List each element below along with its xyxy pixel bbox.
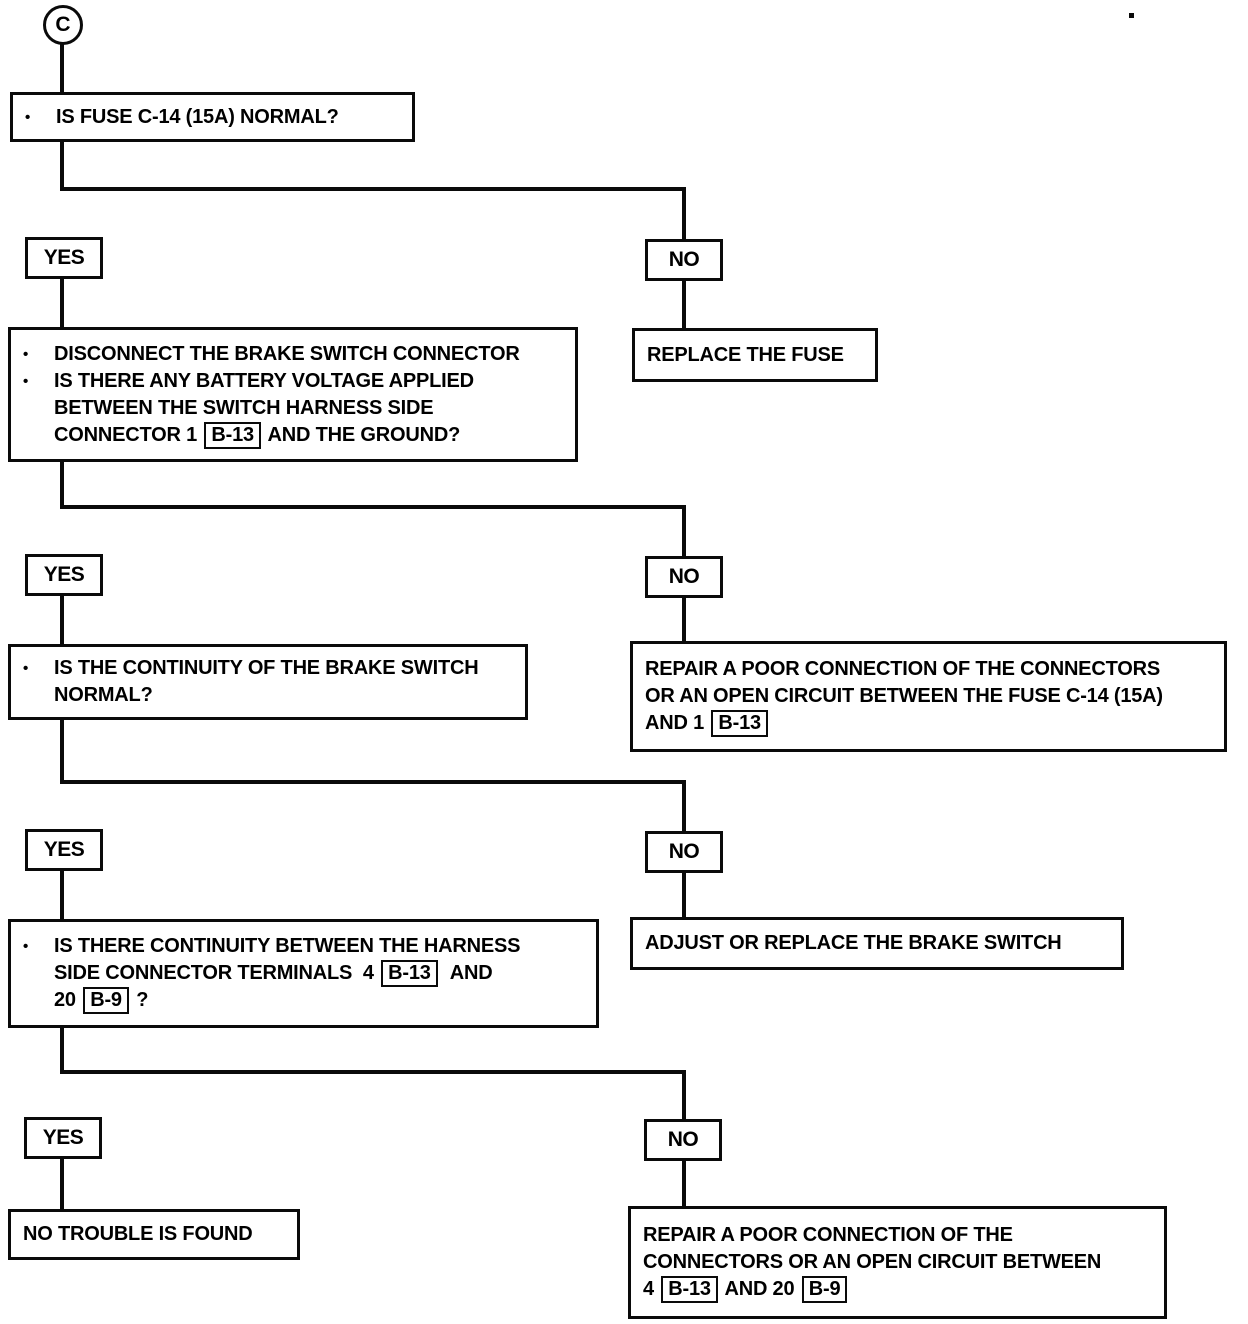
connector-line (60, 279, 64, 327)
text-segment: DISCONNECT THE BRAKE SWITCH CONNECTOR (54, 342, 520, 365)
text-line: SIDE CONNECTOR TERMINALS 4 B-13 AND (23, 960, 584, 987)
text-line: REPAIR A POOR CONNECTION OF THE CONNECTO… (645, 656, 1212, 683)
text-segment: CONNECTOR 1 (54, 423, 203, 446)
node-question-fuse-normal: • IS FUSE C-14 (15A) NORMAL? (10, 92, 415, 142)
node-action-adjust-brake-switch: ADJUST OR REPLACE THE BRAKE SWITCH (630, 917, 1124, 970)
start-connector-circle: C (43, 5, 83, 45)
text-line: • IS THE CONTINUITY OF THE BRAKE SWITCH (23, 655, 513, 682)
connector-line (682, 1161, 686, 1206)
branch-label-no-1: NO (645, 239, 723, 281)
text-line: BETWEEN THE SWITCH HARNESS SIDE (23, 395, 563, 422)
text-segment: REPAIR A POOR CONNECTION OF THE CONNECTO… (645, 658, 1160, 680)
text-segment: REPLACE THE FUSE (647, 343, 844, 366)
text-segment: BETWEEN THE SWITCH HARNESS SIDE (54, 396, 434, 419)
text-segment: NO TROUBLE IS FOUND (23, 1223, 253, 1245)
text-segment: 4 (643, 1278, 660, 1300)
scan-artifact-dot (1129, 13, 1134, 18)
text-line: • IS THERE CONTINUITY BETWEEN THE HARNESS (23, 933, 584, 960)
connector-line (682, 1070, 686, 1119)
text-line: • DISCONNECT THE BRAKE SWITCH CONNECTOR (23, 341, 563, 368)
connector-line (60, 42, 64, 92)
text-segment: AND 20 (719, 1278, 800, 1300)
branch-label-no-2: NO (645, 556, 723, 598)
connector-ref-tag: B-9 (83, 987, 129, 1014)
branch-label-yes-3: YES (25, 829, 103, 871)
node-result-no-trouble: NO TROUBLE IS FOUND (8, 1209, 300, 1260)
bullet-icon: • (25, 108, 31, 126)
text-segment: ADJUST OR REPLACE THE BRAKE SWITCH (645, 932, 1062, 954)
bullet-icon: • (23, 372, 29, 390)
branch-label-yes-4: YES (24, 1117, 102, 1159)
connector-ref-tag: B-13 (381, 960, 438, 987)
branch-label-yes-2: YES (25, 554, 103, 596)
bullet-icon: • (23, 660, 29, 677)
bullet-icon: • (23, 345, 29, 363)
connector-line (60, 462, 64, 507)
node-action-replace-fuse: REPLACE THE FUSE (632, 328, 878, 382)
connector-line (682, 780, 686, 831)
connector-line (60, 187, 686, 191)
connector-ref-tag: B-9 (801, 1276, 848, 1303)
connector-ref-tag: B-13 (661, 1276, 718, 1303)
bullet-icon: • (23, 938, 29, 955)
text-segment: AND 1 (645, 712, 710, 734)
text-line: CONNECTORS OR AN OPEN CIRCUIT BETWEEN (643, 1249, 1152, 1276)
branch-label-yes-1: YES (25, 237, 103, 279)
branch-label-no-3: NO (645, 831, 723, 873)
text-line: • IS THERE ANY BATTERY VOLTAGE APPLIED (23, 368, 563, 395)
connector-ref-tag: B-13 (204, 421, 261, 449)
text-line: NORMAL? (23, 682, 513, 709)
connector-line (682, 187, 686, 239)
text-line: CONNECTOR 1 B-13 AND THE GROUND? (23, 421, 563, 449)
connector-line (60, 596, 64, 644)
text-segment: IS THE CONTINUITY OF THE BRAKE SWITCH (54, 657, 479, 679)
text-line: REPAIR A POOR CONNECTION OF THE (643, 1222, 1152, 1249)
connector-line (60, 505, 686, 509)
text-line: AND 1 B-13 (645, 710, 1212, 737)
text-segment: AND (439, 962, 493, 984)
connector-line (60, 780, 686, 784)
connector-line (60, 871, 64, 919)
text-segment: SIDE CONNECTOR TERMINALS 4 (54, 962, 380, 984)
text-line: NO TROUBLE IS FOUND (23, 1221, 285, 1248)
node-question-continuity-terminals: • IS THERE CONTINUITY BETWEEN THE HARNESS… (8, 919, 599, 1028)
text-segment: IS THERE ANY BATTERY VOLTAGE APPLIED (54, 369, 474, 392)
text-line: REPLACE THE FUSE (647, 342, 863, 369)
connector-line (60, 142, 64, 189)
node-action-repair-fuse-circuit: REPAIR A POOR CONNECTION OF THE CONNECTO… (630, 641, 1227, 752)
connector-line (682, 281, 686, 328)
text-segment: REPAIR A POOR CONNECTION OF THE (643, 1224, 1013, 1246)
connector-line (682, 505, 686, 556)
connector-line (60, 1070, 686, 1074)
connector-line (682, 598, 686, 641)
connector-line (682, 873, 686, 917)
node-question-battery-voltage: • DISCONNECT THE BRAKE SWITCH CONNECTOR • I… (8, 327, 578, 462)
connector-line (60, 720, 64, 780)
text-segment: AND THE GROUND? (262, 423, 461, 446)
text-line: 20 B-9 ? (23, 987, 584, 1014)
text-segment: IS THERE CONTINUITY BETWEEN THE HARNESS (54, 935, 521, 957)
text-segment: 20 (54, 989, 82, 1011)
text-segment: IS FUSE C-14 (15A) NORMAL? (56, 105, 339, 128)
connector-line (60, 1028, 64, 1072)
text-segment: ? (130, 989, 149, 1011)
text-line: 4 B-13 AND 20 B-9 (643, 1276, 1152, 1303)
node-action-repair-terminal-circuit: REPAIR A POOR CONNECTION OF THE CONNECTOR… (628, 1206, 1167, 1319)
branch-label-no-4: NO (644, 1119, 722, 1161)
connector-ref-tag: B-13 (711, 710, 768, 737)
text-segment: OR AN OPEN CIRCUIT BETWEEN THE FUSE C-14… (645, 685, 1163, 707)
text-segment: CONNECTORS OR AN OPEN CIRCUIT BETWEEN (643, 1251, 1102, 1273)
text-line: OR AN OPEN CIRCUIT BETWEEN THE FUSE C-14… (645, 683, 1212, 710)
text-segment: NORMAL? (54, 684, 153, 706)
text-line: ADJUST OR REPLACE THE BRAKE SWITCH (645, 930, 1109, 957)
connector-line (60, 1159, 64, 1209)
node-question-continuity-switch: • IS THE CONTINUITY OF THE BRAKE SWITCH NO… (8, 644, 528, 720)
text-line: • IS FUSE C-14 (15A) NORMAL? (25, 104, 400, 131)
